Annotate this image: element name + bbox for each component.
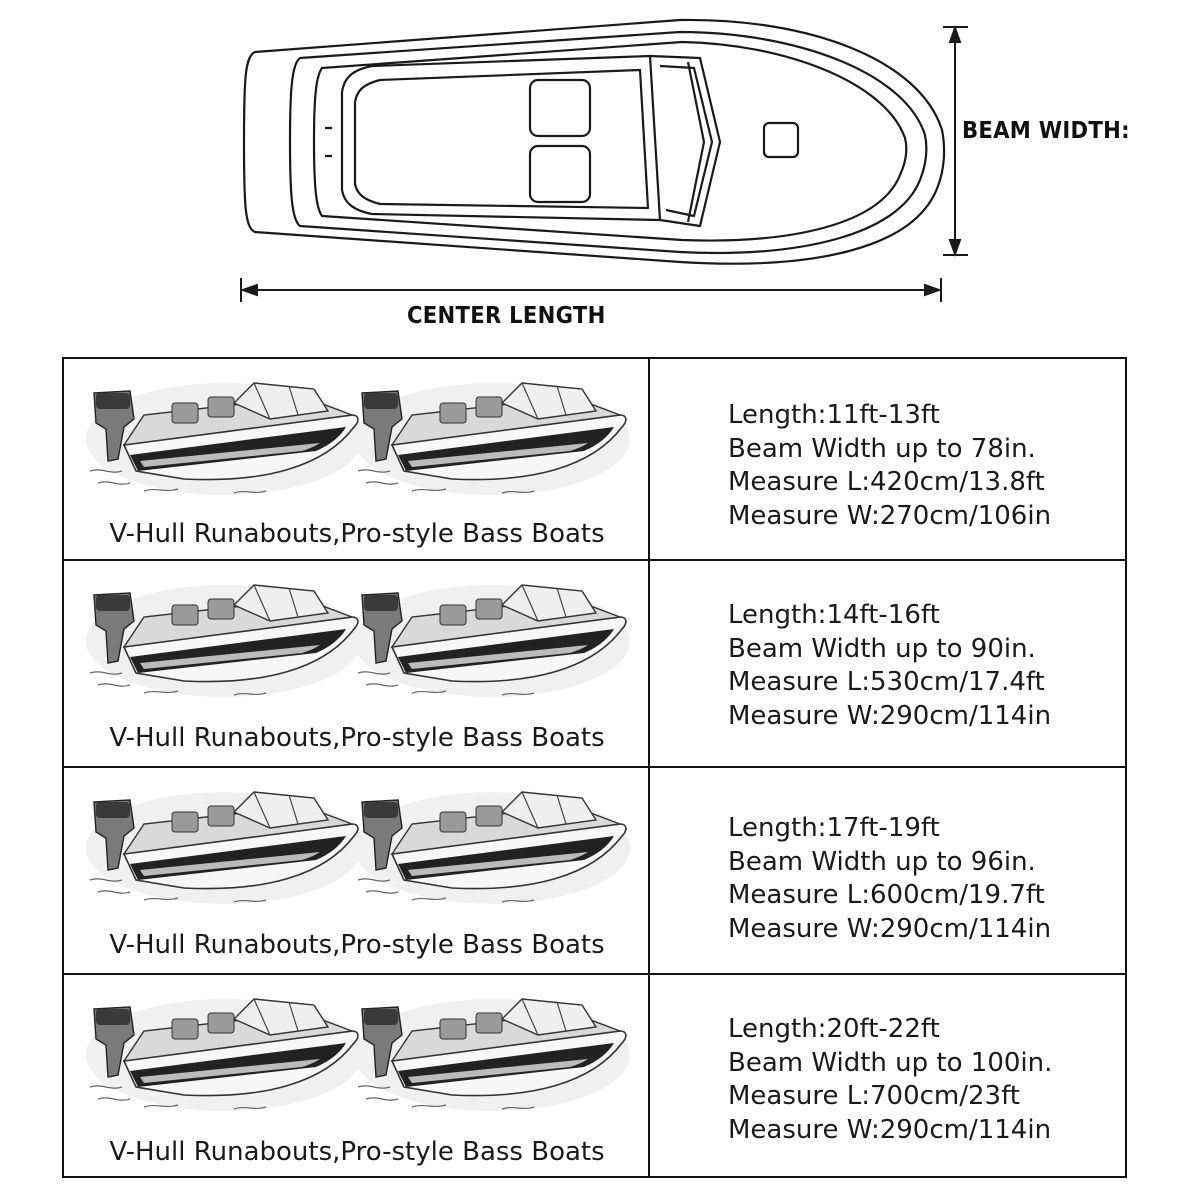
measure-length: Measure L:700cm/23ft — [728, 1081, 1020, 1111]
measure-length: Measure L:530cm/17.4ft — [728, 667, 1045, 697]
size-row: V-Hull Runabouts,Pro-style Bass Boats Le… — [64, 561, 1125, 768]
center-length-label: CENTER LENGTH — [407, 303, 606, 329]
measure-length: Measure L:600cm/19.7ft — [728, 880, 1045, 910]
beam-width: Beam Width up to 90in. — [728, 633, 1036, 664]
spec-cell: Length:14ft-16ft Beam Width up to 90in. … — [650, 561, 1125, 766]
boat-type-cell: V-Hull Runabouts,Pro-style Bass Boats — [64, 975, 650, 1176]
boat-illustrations — [76, 569, 636, 697]
spec-list: Length:17ft-19ft Beam Width up to 96in. … — [728, 812, 1051, 946]
size-row: V-Hull Runabouts,Pro-style Bass Boats Le… — [64, 359, 1125, 561]
spec-cell: Length:20ft-22ft Beam Width up to 100in.… — [650, 975, 1125, 1176]
boat-dimension-diagram: BEAM WIDTH: CENTER LENGTH — [0, 0, 1200, 345]
boat-type-caption: V-Hull Runabouts,Pro-style Bass Boats — [109, 519, 605, 549]
boat-type-cell: V-Hull Runabouts,Pro-style Bass Boats — [64, 561, 650, 766]
boat-illustrations — [76, 983, 636, 1111]
measure-width: Measure W:290cm/114in — [728, 700, 1052, 731]
spec-cell: Length:17ft-19ft Beam Width up to 96in. … — [650, 768, 1125, 973]
spec-cell: Length:11ft-13ft Beam Width up to 78in. … — [650, 359, 1125, 559]
boat-type-caption: V-Hull Runabouts,Pro-style Bass Boats — [109, 1137, 605, 1167]
measure-width: Measure W:290cm/114in — [728, 1114, 1052, 1145]
measure-width: Measure W:290cm/114in — [728, 913, 1052, 944]
boat-illustrations — [76, 776, 636, 904]
boat-image-pair — [85, 584, 631, 697]
measure-width: Measure W:270cm/106in — [728, 500, 1052, 531]
boat-type-caption: V-Hull Runabouts,Pro-style Bass Boats — [109, 930, 605, 960]
spec-list: Length:20ft-22ft Beam Width up to 100in.… — [728, 1013, 1052, 1147]
beam-width-label: BEAM WIDTH: — [962, 118, 1130, 144]
beam-width: Beam Width up to 78in. — [728, 433, 1036, 464]
measure-length: Measure L:420cm/13.8ft — [728, 467, 1045, 497]
spec-list: Length:14ft-16ft Beam Width up to 90in. … — [728, 599, 1051, 733]
boat-image-pair — [85, 998, 631, 1111]
size-row: V-Hull Runabouts,Pro-style Bass Boats Le… — [64, 975, 1125, 1176]
spec-list: Length:11ft-13ft Beam Width up to 78in. … — [728, 399, 1051, 533]
boat-type-cell: V-Hull Runabouts,Pro-style Bass Boats — [64, 359, 650, 559]
length-range: Length:17ft-19ft — [728, 813, 940, 843]
boat-image-pair — [85, 791, 631, 904]
beam-width: Beam Width up to 96in. — [728, 846, 1036, 877]
boat-top-view-illustration — [240, 18, 968, 302]
length-range: Length:11ft-13ft — [728, 400, 940, 430]
beam-width: Beam Width up to 100in. — [728, 1047, 1053, 1078]
length-range: Length:20ft-22ft — [728, 1014, 940, 1044]
boat-illustrations — [76, 367, 636, 495]
length-range: Length:14ft-16ft — [728, 600, 940, 630]
size-table: V-Hull Runabouts,Pro-style Bass Boats Le… — [62, 357, 1127, 1178]
boat-type-caption: V-Hull Runabouts,Pro-style Bass Boats — [109, 723, 605, 753]
boat-type-cell: V-Hull Runabouts,Pro-style Bass Boats — [64, 768, 650, 973]
boat-image-pair — [85, 382, 631, 495]
size-row: V-Hull Runabouts,Pro-style Bass Boats Le… — [64, 768, 1125, 975]
